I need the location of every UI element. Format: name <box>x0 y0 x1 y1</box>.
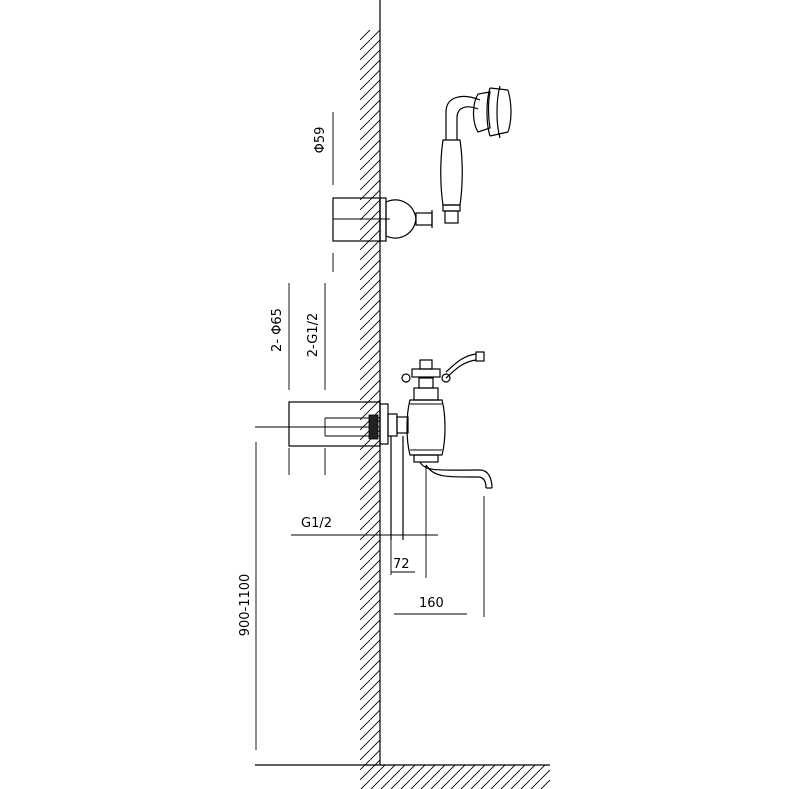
holder-stem <box>415 212 433 226</box>
mixer-flange <box>379 403 389 445</box>
dim-g12-label: G1/2 <box>301 516 332 531</box>
inlet-thread-fitting <box>368 414 379 440</box>
holder-knob <box>385 199 417 239</box>
dim-160-label: 160 <box>419 596 444 611</box>
valve-stem <box>418 377 434 389</box>
cross-handle-bar <box>411 368 441 378</box>
floor-hatching <box>360 765 550 789</box>
hand-shower <box>440 85 512 224</box>
shower-face <box>507 89 512 133</box>
dim-height-label: 900-1100 <box>238 574 253 637</box>
shower-head-rim-2 <box>496 85 501 139</box>
cross-handle-top <box>419 359 433 370</box>
cross-handle-knob-right <box>441 373 451 383</box>
mixer-nut <box>387 413 398 437</box>
shower-head-rim-1 <box>486 87 491 137</box>
lever-tip <box>475 351 485 362</box>
mixer-connector <box>396 416 409 434</box>
handle-hose-connector <box>444 210 459 224</box>
spout-top-line <box>419 461 493 489</box>
mixer-wall-connection <box>255 401 409 540</box>
spout-collar <box>413 454 439 463</box>
wall-hatching <box>360 30 380 765</box>
dim-g12-vert-label: 2-G1/2 <box>306 313 321 357</box>
spout <box>413 454 493 489</box>
shower-neck-inner <box>445 95 481 140</box>
shower-head-body <box>472 91 491 133</box>
hand-shower-holder <box>332 197 433 242</box>
wall <box>360 0 381 765</box>
mixer-cap <box>413 387 439 401</box>
shower-face-top <box>489 87 509 91</box>
dim-72-label: 72 <box>393 557 410 572</box>
bath-mixer <box>401 351 485 456</box>
dim-phi59-label: Φ59 <box>313 127 328 154</box>
cross-handle-knob-left <box>401 373 411 383</box>
holder-flange <box>379 197 387 242</box>
lever-lower <box>445 359 477 379</box>
dim-phi65-label: 2- Φ65 <box>270 308 285 352</box>
floor <box>255 764 550 789</box>
handle-collar <box>442 204 461 212</box>
lever-upper <box>445 353 477 373</box>
dimensions: Φ59 2- Φ65 2-G1/2 G1/2 72 160 900-1100 <box>238 112 485 750</box>
spout-bottom-line <box>425 464 487 489</box>
shower-face-bottom <box>489 131 509 137</box>
hand-shower-handle <box>440 139 463 206</box>
mixer-body <box>406 399 446 456</box>
